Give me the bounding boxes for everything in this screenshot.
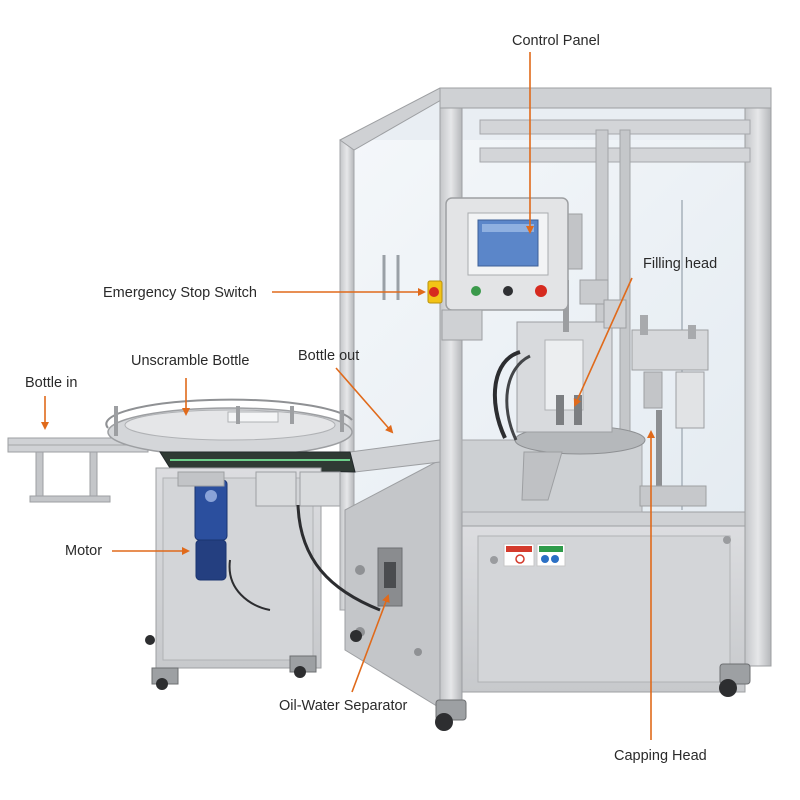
label-oil-water-separator: Oil-Water Separator [279, 698, 408, 714]
label-emergency-stop-switch: Emergency Stop Switch [103, 285, 257, 301]
control-panel [427, 197, 583, 341]
label-filling-head: Filling head [643, 256, 718, 272]
label-control-panel: Control Panel [512, 33, 600, 49]
callout-oil-water-separator [351, 594, 390, 693]
label-bottle-in: Bottle in [25, 375, 78, 391]
label-capping-head: Capping Head [614, 748, 707, 764]
label-motor: Motor [65, 543, 103, 559]
label-unscramble-bottle: Unscramble Bottle [131, 353, 250, 369]
label-bottle-out: Bottle out [298, 348, 360, 364]
callout-lines [41, 52, 655, 740]
bottle-unscrambler [7, 398, 441, 690]
filling-station [461, 279, 709, 513]
callout-bottle-out [335, 367, 394, 434]
callout-filling-head [573, 277, 633, 407]
